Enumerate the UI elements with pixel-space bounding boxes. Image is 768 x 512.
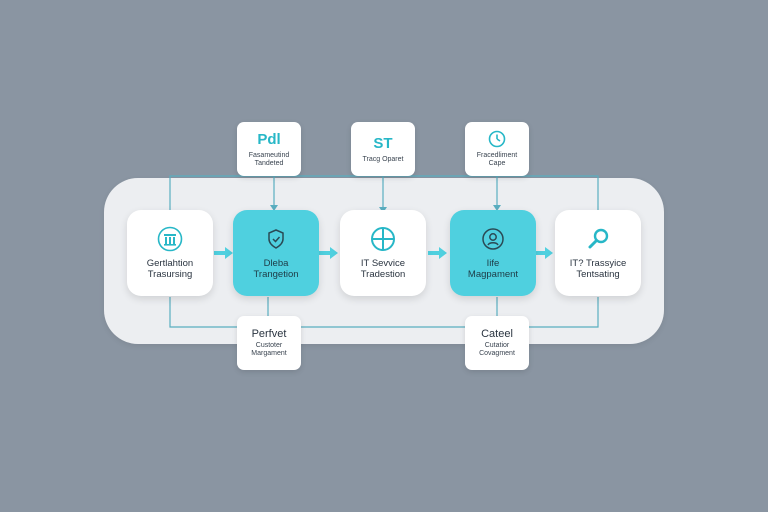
card-text-line1: Fasameutind (248, 151, 290, 159)
shield-icon (268, 229, 284, 249)
step-card-5[interactable]: IT? Trassyice Tentsating (555, 210, 641, 296)
card-text-line2: Tandeted (254, 159, 284, 167)
card-text-line2: Covagment (479, 350, 515, 357)
building-icon (157, 226, 183, 252)
step-card-1[interactable]: Gertlahtion Trasursing (127, 210, 213, 296)
card-text-line1: Fracedliment (476, 152, 518, 159)
flow-arrow-2 (319, 247, 338, 259)
flow-arrow-3 (428, 247, 447, 259)
card-title: Perfvet (251, 328, 287, 340)
gear-icon (482, 228, 504, 250)
step-label-line2: Tradestion (360, 269, 406, 280)
card-text-line2: Margament (251, 350, 287, 357)
step-label-line2: Trasursing (147, 269, 193, 280)
card-text-line1: Tracg Oparet (362, 155, 404, 163)
step-label-line2: Tentsating (576, 269, 620, 280)
step-label-line2: Magpament (467, 269, 519, 280)
bottom-card-1[interactable]: Perfvet Custoter Margament (237, 316, 301, 370)
card-text-line1: Custoter (255, 342, 283, 349)
step-label-line1: IT Sevvice (360, 258, 406, 269)
step-card-3[interactable]: IT Sevvice Tradestion (340, 210, 426, 296)
bottom-card-2[interactable]: Cateel Cutatior Covagment (465, 316, 529, 370)
flow-arrow-4 (534, 247, 553, 259)
card-text-line2: Cape (488, 160, 506, 167)
step-label-line1: Dleba (263, 258, 289, 269)
clock-icon (488, 130, 506, 148)
step-label-line1: Iife (486, 258, 500, 269)
globe-icon (371, 227, 395, 251)
step-label-line1: Gertlahtion (146, 258, 194, 269)
step-label-line1: IT? Trassyice (569, 258, 627, 269)
top-card-3[interactable]: Fracedliment Cape (465, 122, 529, 176)
card-title: Cateel (481, 328, 513, 340)
step-label-line2: Trangetion (253, 269, 299, 280)
top-card-2[interactable]: ST Tracg Oparet (351, 122, 415, 176)
step-card-2[interactable]: Dleba Trangetion (233, 210, 319, 296)
card-title: Pdl (257, 130, 281, 148)
card-title: ST (373, 134, 393, 152)
search-icon (588, 228, 609, 249)
flow-arrow-1 (214, 247, 233, 259)
top-card-1[interactable]: Pdl Fasameutind Tandeted (237, 122, 301, 176)
card-text-line1: Cutatior (484, 342, 510, 349)
step-card-4[interactable]: Iife Magpament (450, 210, 536, 296)
